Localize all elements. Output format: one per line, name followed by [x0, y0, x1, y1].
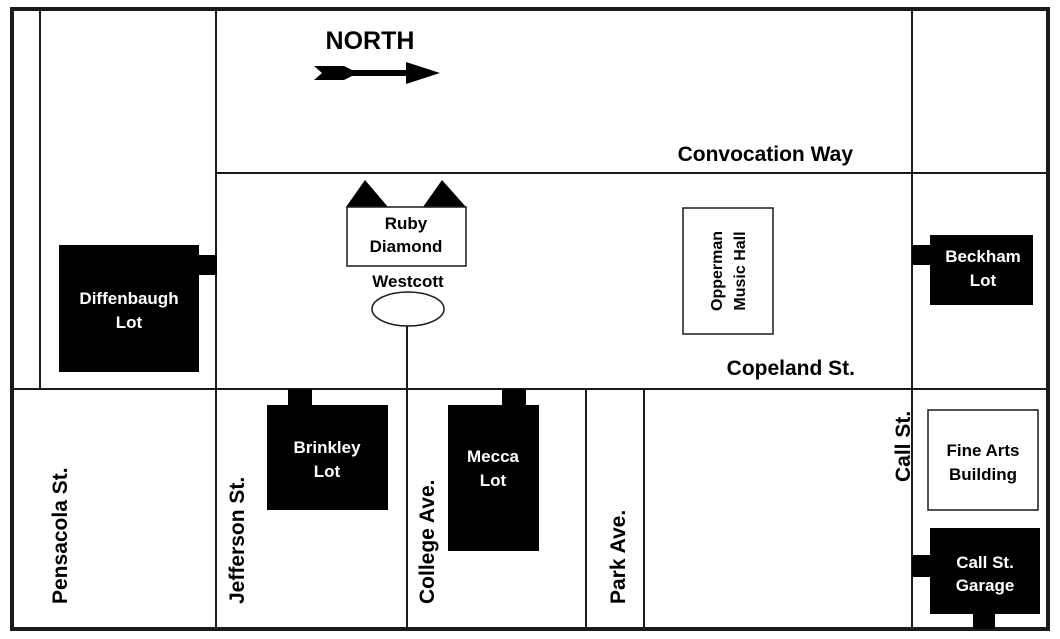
- copeland-street-label: Copeland St.: [727, 357, 855, 380]
- call-street-garage[interactable]: Call St. Garage: [912, 528, 1040, 629]
- ruby-diamond-building: Ruby Diamond: [346, 180, 467, 267]
- diffenbaugh-lot-block[interactable]: [59, 245, 199, 372]
- fine-arts-label-1: Fine Arts: [946, 441, 1019, 460]
- fine-arts-box: [927, 409, 1039, 511]
- westcott-fountain: [371, 291, 445, 327]
- fine-arts-label-2: Building: [949, 465, 1017, 484]
- mecca-lot-entrance: [502, 389, 526, 406]
- north-arrow-icon: [314, 62, 440, 84]
- opperman-label-1: Opperman: [709, 231, 726, 311]
- brinkley-lot[interactable]: Brinkley Lot: [267, 389, 388, 510]
- call-street-label: Call St.: [892, 411, 915, 482]
- beckham-lot-label-2: Lot: [970, 271, 997, 290]
- call-garage-entrance-south: [973, 612, 995, 629]
- beckham-lot[interactable]: Beckham Lot: [912, 235, 1033, 305]
- street-grid: [12, 9, 1048, 629]
- diffenbaugh-lot[interactable]: Diffenbaugh Lot: [59, 245, 217, 372]
- fine-arts-building: Fine Arts Building: [927, 409, 1039, 511]
- ruby-diamond-tower-right: [423, 180, 466, 207]
- beckham-lot-block[interactable]: [930, 235, 1033, 305]
- ruby-diamond-box: [346, 206, 467, 267]
- north-label: NORTH: [326, 27, 415, 55]
- ruby-diamond-label-2: Diamond: [370, 237, 443, 256]
- call-garage-label-2: Garage: [956, 576, 1015, 595]
- beckham-lot-entrance: [912, 245, 932, 265]
- westcott-label: Westcott: [372, 272, 444, 291]
- brinkley-lot-block[interactable]: [267, 405, 388, 510]
- brinkley-lot-entrance: [288, 389, 312, 406]
- jefferson-street-label: Jefferson St.: [226, 477, 249, 604]
- diffenbaugh-lot-label-2: Lot: [116, 313, 143, 332]
- opperman-box: [682, 207, 774, 335]
- mecca-lot-label-2: Lot: [480, 471, 507, 490]
- call-garage-label-1: Call St.: [956, 553, 1014, 572]
- opperman-label-2: Music Hall: [732, 231, 749, 310]
- opperman-music-hall: Opperman Music Hall: [682, 207, 774, 335]
- mecca-lot-block[interactable]: [448, 405, 539, 551]
- ruby-diamond-label-1: Ruby: [385, 214, 428, 233]
- mecca-lot-label-1: Mecca: [467, 447, 520, 466]
- convocation-way-label: Convocation Way: [678, 143, 854, 166]
- diffenbaugh-lot-label-1: Diffenbaugh: [79, 289, 178, 308]
- pensacola-street-label: Pensacola St.: [49, 467, 72, 604]
- mecca-lot[interactable]: Mecca Lot: [448, 389, 539, 551]
- beckham-lot-label-1: Beckham: [945, 247, 1021, 266]
- call-garage-entrance-west: [912, 555, 932, 577]
- brinkley-lot-label-1: Brinkley: [293, 438, 361, 457]
- diffenbaugh-lot-entrance: [199, 255, 217, 275]
- brinkley-lot-label-2: Lot: [314, 462, 341, 481]
- college-avenue-label: College Ave.: [416, 480, 439, 604]
- call-garage-block[interactable]: [930, 528, 1040, 614]
- ruby-diamond-tower-left: [346, 180, 388, 207]
- park-avenue-label: Park Ave.: [607, 510, 630, 604]
